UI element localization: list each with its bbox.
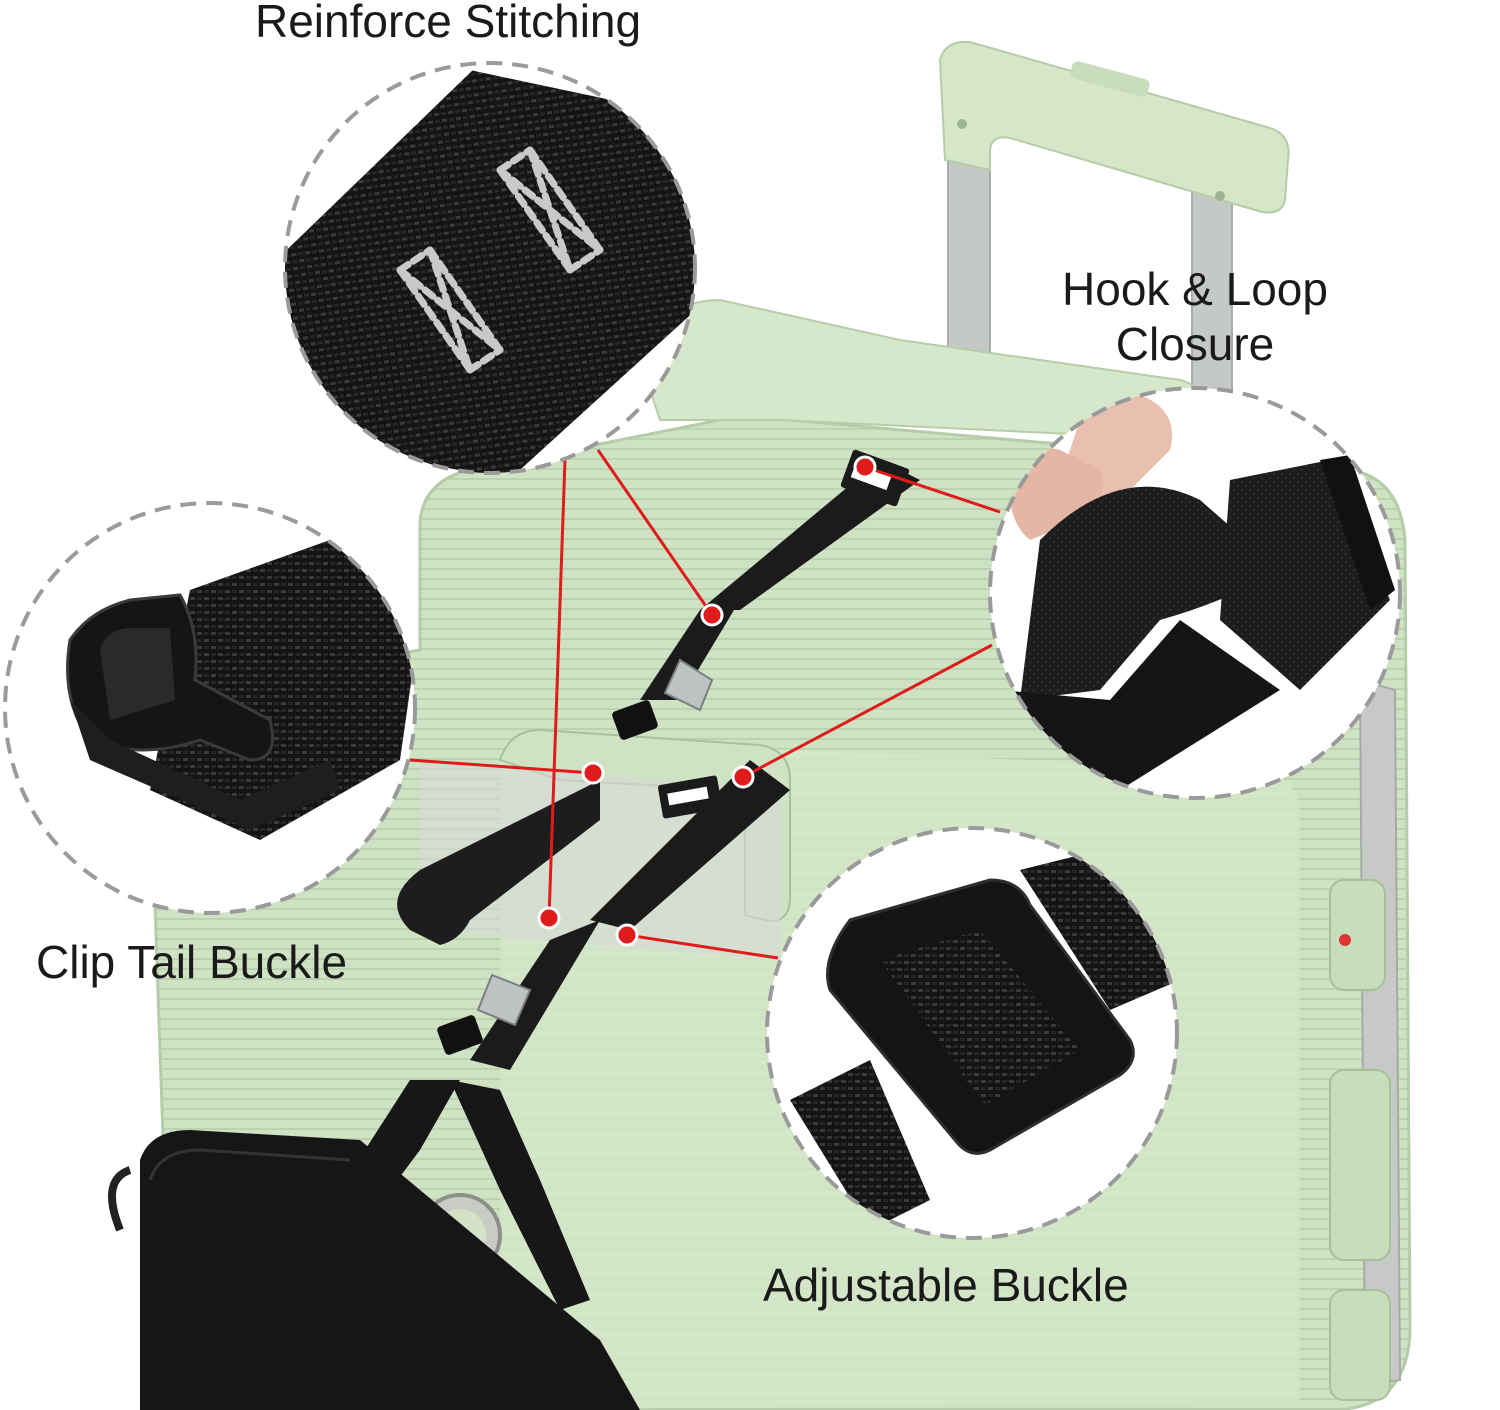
detail-circle-clip-buckle — [3, 501, 417, 915]
label-hook-loop-line1: Hook & Loop — [1062, 263, 1328, 315]
label-hook-loop-closure: Hook & Loop Closure — [1040, 262, 1350, 372]
label-reinforce-stitching: Reinforce Stitching — [255, 0, 642, 47]
detail-circle-hook-loop — [988, 386, 1402, 800]
label-clip-tail-buckle: Clip Tail Buckle — [36, 936, 348, 988]
luggage-straps — [320, 449, 920, 1310]
label-hook-loop-line2: Closure — [1115, 318, 1275, 371]
callout-lines — [409, 449, 1001, 960]
detail-circle-stitching — [283, 61, 697, 475]
label-adjustable-buckle: Adjustable Buckle — [763, 1259, 1129, 1311]
detail-circle-adjustable-buckle — [765, 826, 1179, 1240]
callout-dots — [537, 455, 877, 947]
trolley-handle — [938, 40, 1290, 391]
black-bag — [108, 1130, 640, 1410]
